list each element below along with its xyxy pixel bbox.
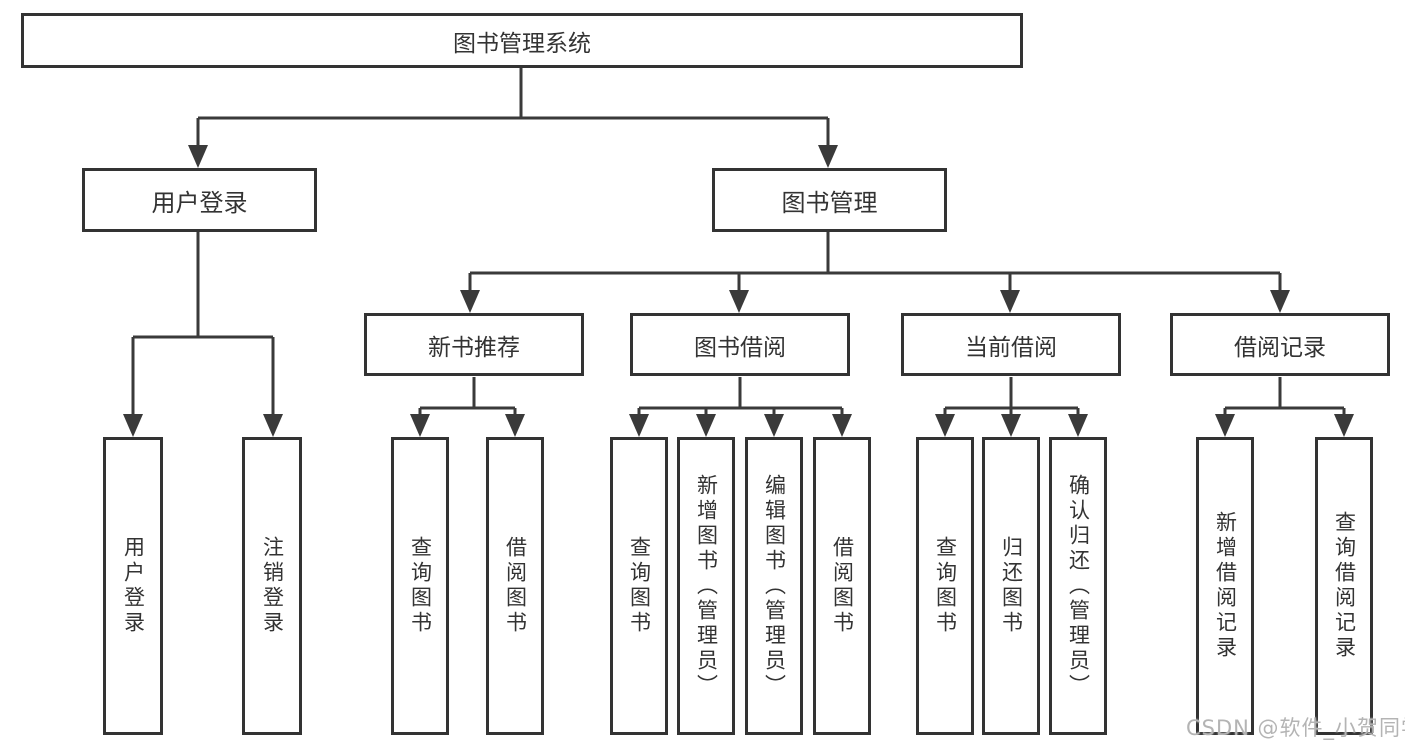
leaf-query-books-recommend: 查询图书 — [391, 437, 449, 735]
leaf-confirm-return-admin: 确认归还（管理员） — [1049, 437, 1107, 735]
node-current-borrowing: 当前借阅 — [901, 313, 1121, 376]
node-book-management: 图书管理 — [712, 168, 947, 232]
edge-borrowing-branch — [637, 377, 844, 419]
node-label: 借阅记录 — [1234, 334, 1326, 361]
node-user-login: 用户登录 — [82, 168, 317, 232]
node-label: 用户登录 — [121, 536, 146, 636]
node-label: 新书推荐 — [428, 334, 520, 361]
node-label: 确认归还（管理员） — [1066, 473, 1091, 699]
leaf-user-login: 用户登录 — [103, 437, 163, 735]
leaf-query-books-current: 查询图书 — [916, 437, 974, 735]
edge-bookmgmt-branch — [468, 232, 1282, 293]
leaf-query-books-borrowing: 查询图书 — [610, 437, 668, 735]
leaf-borrow-books-recommend: 借阅图书 — [486, 437, 544, 735]
edge-root-branch — [196, 68, 830, 150]
csdn-watermark: CSDN @软件_小贺同学 — [1186, 716, 1405, 740]
node-label: 当前借阅 — [965, 334, 1057, 361]
node-label: 用户登录 — [151, 188, 248, 217]
node-label: 借阅图书 — [503, 536, 528, 636]
node-label: 查询图书 — [408, 536, 433, 636]
node-label: 归还图书 — [999, 536, 1024, 636]
node-book-borrowing: 图书借阅 — [630, 313, 850, 376]
node-label: 编辑图书（管理员） — [762, 473, 787, 699]
node-label: 查询借阅记录 — [1332, 511, 1357, 661]
edge-records-branch — [1223, 377, 1346, 419]
edge-userlogin-branch — [131, 232, 275, 417]
edge-current-branch — [943, 377, 1080, 419]
node-label: 图书管理 — [781, 188, 878, 217]
leaf-add-borrow-record: 新增借阅记录 — [1196, 437, 1254, 735]
node-label: 新增借阅记录 — [1213, 511, 1238, 661]
node-label: 图书借阅 — [694, 334, 786, 361]
edge-newbook-branch — [418, 377, 517, 419]
node-label: 注销登录 — [260, 536, 285, 636]
leaf-borrow-books-borrowing: 借阅图书 — [813, 437, 871, 735]
leaf-return-books: 归还图书 — [982, 437, 1040, 735]
node-label: 借阅图书 — [830, 536, 855, 636]
node-new-book-recommendation: 新书推荐 — [364, 313, 584, 376]
leaf-edit-book-admin: 编辑图书（管理员） — [745, 437, 803, 735]
leaf-query-borrow-record: 查询借阅记录 — [1315, 437, 1373, 735]
leaf-add-book-admin: 新增图书（管理员） — [677, 437, 735, 735]
node-label: 查询图书 — [627, 536, 652, 636]
arrowheads — [123, 145, 1354, 437]
leaf-logout: 注销登录 — [242, 437, 302, 735]
node-library-management-system: 图书管理系统 — [21, 13, 1023, 68]
node-label: 查询图书 — [933, 536, 958, 636]
node-borrowing-records: 借阅记录 — [1170, 313, 1390, 376]
node-label: 图书管理系统 — [453, 30, 591, 57]
node-label: 新增图书（管理员） — [694, 473, 719, 699]
